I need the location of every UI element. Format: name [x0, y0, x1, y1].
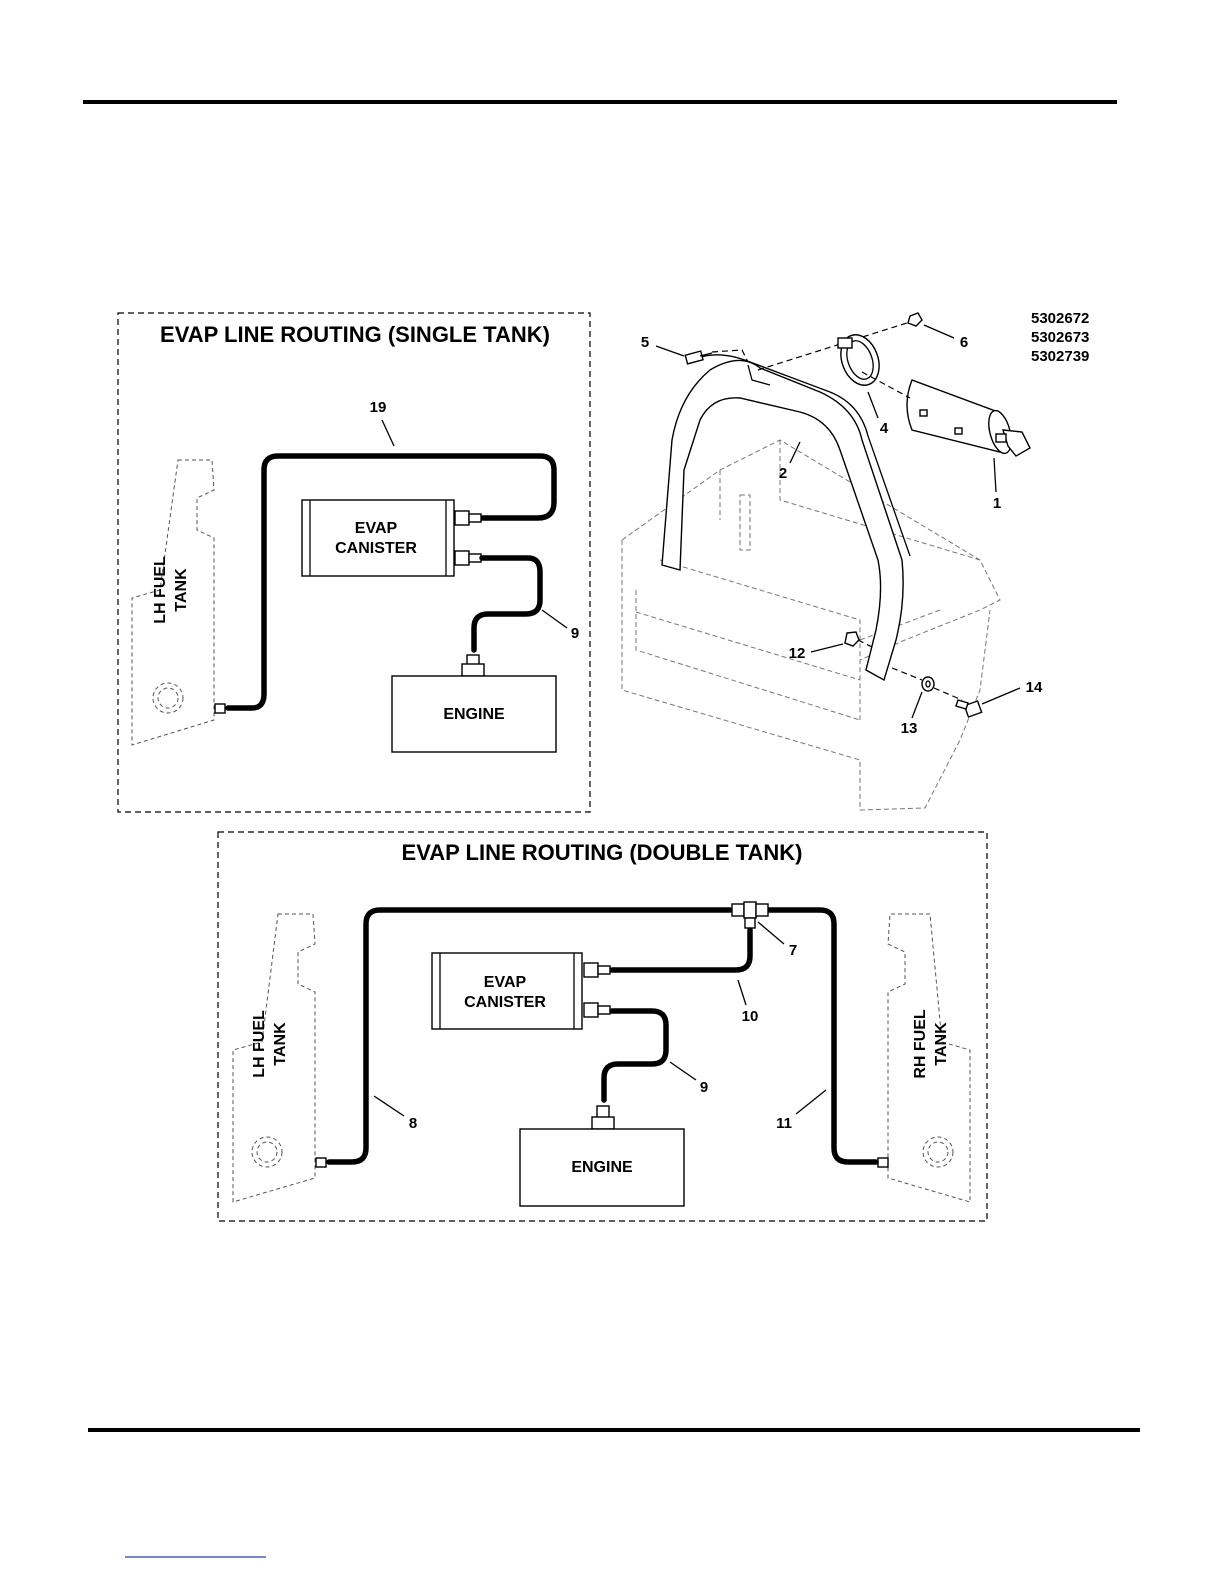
- double-evap-canister: EVAP CANISTER: [432, 953, 610, 1029]
- washer-13: [922, 677, 934, 691]
- single-canister-label-1: EVAP: [355, 520, 398, 537]
- double-tank-panel: EVAP LINE ROUTING (DOUBLE TANK) LH FUEL …: [218, 832, 987, 1221]
- double-callout-9: 9: [700, 1079, 708, 1096]
- tee-fitting-7: [732, 902, 768, 928]
- double-line-10: [612, 930, 750, 970]
- double-engine-label: ENGINE: [571, 1159, 633, 1176]
- clamp-4: [834, 329, 886, 390]
- callout-2: 2: [779, 465, 787, 482]
- single-line-19: [228, 456, 554, 708]
- exploded-view: 5302672 5302673 5302739: [622, 310, 1089, 810]
- single-line-9: [474, 558, 540, 650]
- nut-6: [908, 313, 922, 326]
- callout-7: 7: [789, 942, 797, 959]
- double-lh-tank-label-1: LH FUEL: [251, 1010, 268, 1078]
- single-tank-label-1: LH FUEL: [152, 556, 169, 624]
- double-canister-label-2: CANISTER: [464, 994, 546, 1011]
- canister-1: [907, 380, 1030, 456]
- nut-12: [845, 632, 859, 646]
- callout-12: 12: [789, 645, 806, 662]
- double-canister-label-1: EVAP: [484, 974, 527, 991]
- single-evap-canister: EVAP CANISTER: [302, 500, 481, 576]
- double-tank-title: EVAP LINE ROUTING (DOUBLE TANK): [402, 840, 803, 865]
- single-engine: ENGINE: [392, 655, 556, 752]
- double-line-8: [329, 910, 730, 1162]
- callout-10: 10: [742, 1008, 759, 1025]
- single-tank-title: EVAP LINE ROUTING (SINGLE TANK): [160, 322, 550, 347]
- part-number-3: 5302739: [1031, 348, 1089, 365]
- callout-13: 13: [901, 720, 918, 737]
- double-rh-fuel-tank: [888, 914, 970, 1202]
- callout-1: 1: [993, 495, 1001, 512]
- callout-14: 14: [1026, 679, 1043, 696]
- single-tank-panel: EVAP LINE ROUTING (SINGLE TANK) LH FUEL …: [118, 313, 590, 812]
- callout-5: 5: [641, 334, 649, 351]
- callout-11: 11: [776, 1115, 792, 1132]
- rops-frame: [662, 360, 903, 680]
- double-rh-tank-label-2: TANK: [933, 1022, 950, 1066]
- callout-4: 4: [880, 420, 889, 437]
- double-rh-tank-label-1: RH FUEL: [912, 1009, 929, 1079]
- double-lh-tank-label-2: TANK: [272, 1022, 289, 1066]
- single-canister-label-2: CANISTER: [335, 540, 417, 557]
- callout-8: 8: [409, 1115, 417, 1132]
- callout-19: 19: [370, 399, 387, 416]
- single-engine-label: ENGINE: [443, 706, 505, 723]
- single-tank-label-2: TANK: [173, 568, 190, 612]
- bolt-14: [956, 700, 982, 717]
- double-engine: ENGINE: [520, 1106, 684, 1206]
- callout-6: 6: [960, 334, 968, 351]
- single-callout-9: 9: [571, 625, 579, 642]
- part-number-1: 5302672: [1031, 310, 1089, 327]
- double-line-9: [604, 1011, 666, 1100]
- part-number-2: 5302673: [1031, 329, 1089, 346]
- bolt-5: [685, 351, 712, 364]
